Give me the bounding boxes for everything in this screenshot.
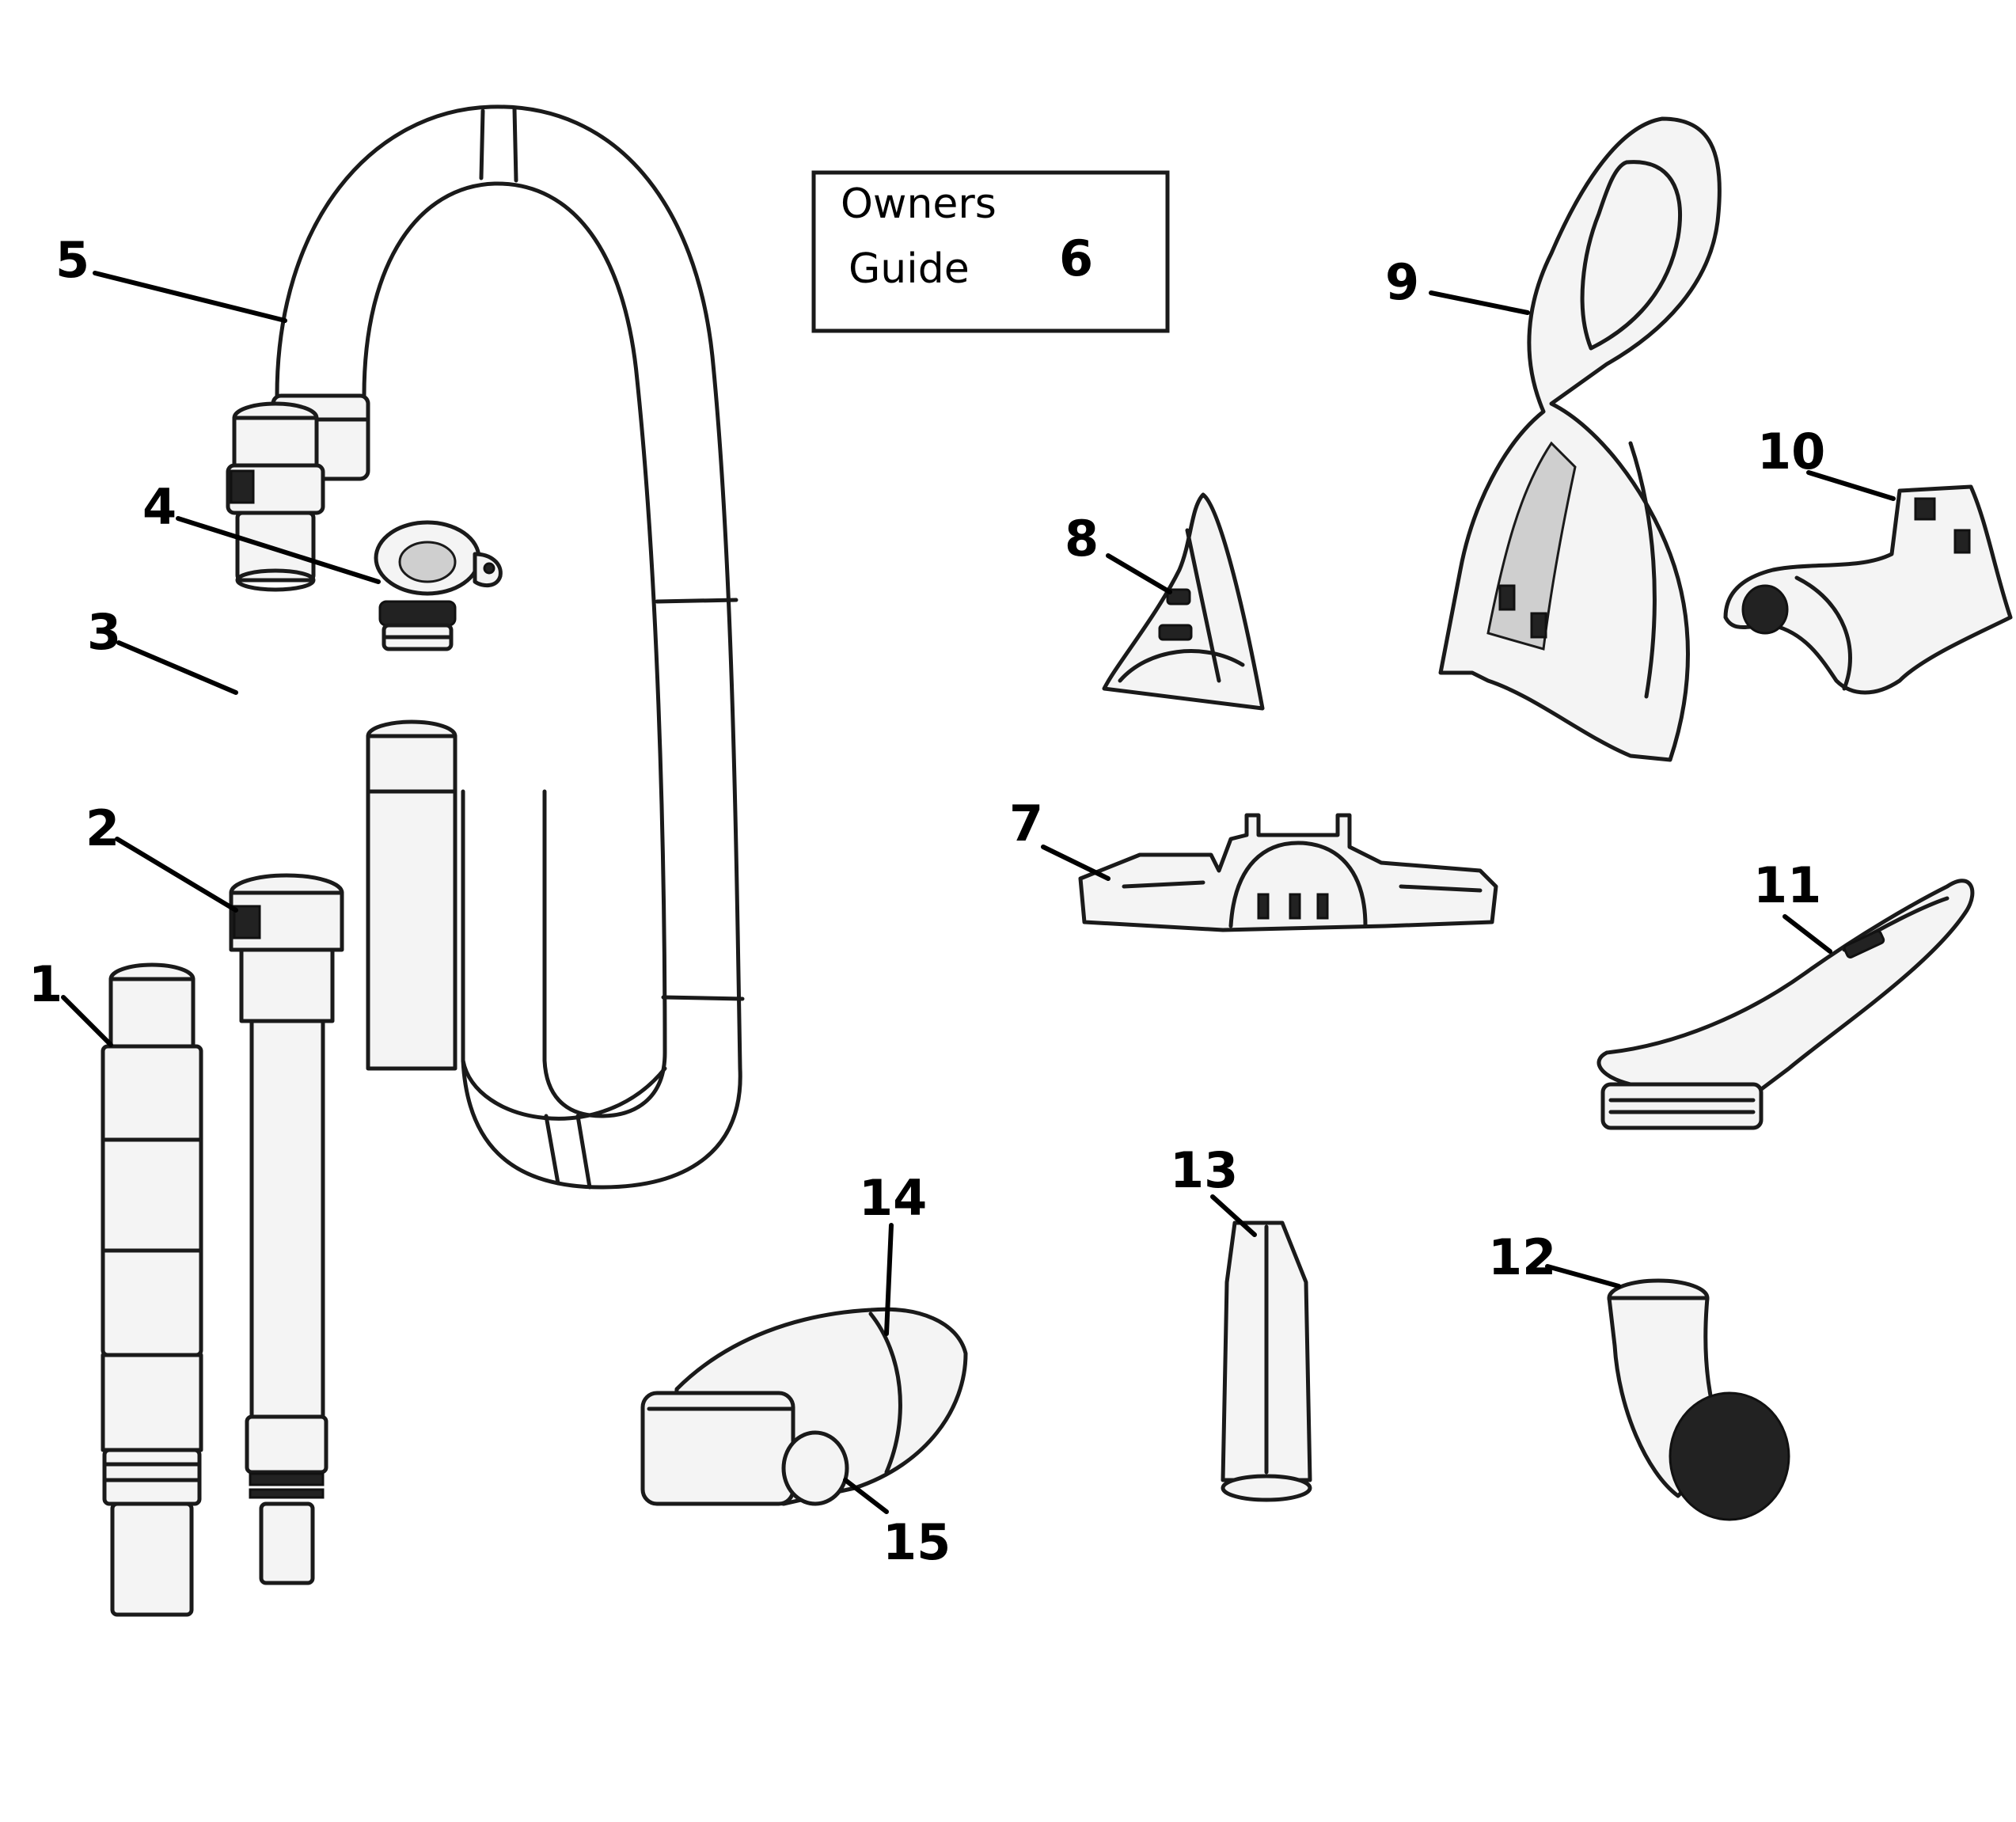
leader-10 xyxy=(1806,470,1896,501)
owners-guide-6: Owners Guide 6 xyxy=(811,170,1170,333)
callout-9: 9 xyxy=(1385,253,1419,311)
part-2-wand-with-latch xyxy=(229,873,344,1585)
part-10-small-tool xyxy=(1723,484,2013,695)
owners-guide-line1: Owners xyxy=(841,180,997,228)
leader-5 xyxy=(93,271,287,323)
leader-14 xyxy=(884,1223,894,1336)
leader-1 xyxy=(61,995,113,1047)
callout-11: 11 xyxy=(1753,856,1821,914)
leader-7 xyxy=(1041,845,1111,881)
callout-4: 4 xyxy=(142,478,177,536)
leader-12 xyxy=(1545,1264,1621,1289)
part-14-turbo-tool xyxy=(640,1307,968,1506)
callout-3: 3 xyxy=(87,603,121,661)
part-4-swivel-connector xyxy=(374,520,503,651)
part-5-hose xyxy=(271,104,745,1190)
part-8-triangle-tool xyxy=(1102,492,1265,711)
leader-3 xyxy=(116,640,238,695)
callout-14: 14 xyxy=(859,1169,927,1227)
part-9-upholstery-tool xyxy=(1438,116,1722,762)
callout-2: 2 xyxy=(85,799,120,857)
leader-11 xyxy=(1783,914,1832,954)
leader-2 xyxy=(115,837,238,913)
leader-9 xyxy=(1429,290,1530,315)
hose-section xyxy=(366,719,457,1071)
callout-8: 8 xyxy=(1065,510,1099,567)
part-1-wand xyxy=(101,962,203,1617)
callout-13: 13 xyxy=(1170,1141,1238,1199)
callout-12: 12 xyxy=(1488,1228,1556,1286)
part-11-brush xyxy=(1596,879,1975,1130)
leader-lines xyxy=(61,271,1896,1514)
part-13-crevice-tool xyxy=(1221,1220,1312,1502)
callout-15: 15 xyxy=(883,1513,951,1571)
callout-5: 5 xyxy=(55,231,89,289)
leader-8 xyxy=(1106,553,1172,594)
leader-13 xyxy=(1210,1194,1257,1237)
callout-numbers: 5 4 3 2 1 9 8 10 7 11 12 13 14 15 xyxy=(28,231,1825,1571)
leader-4 xyxy=(176,516,381,584)
callout-1: 1 xyxy=(28,955,63,1013)
callout-7: 7 xyxy=(1009,795,1043,852)
leader-15 xyxy=(843,1478,889,1514)
part-7-nozzle xyxy=(1078,813,1498,932)
part-12-round-brush xyxy=(1607,1278,1790,1521)
callout-10: 10 xyxy=(1757,423,1825,480)
part-3-coupler xyxy=(226,401,325,592)
owners-guide-number: 6 xyxy=(1059,230,1093,287)
owners-guide-line2: Guide xyxy=(849,245,970,293)
